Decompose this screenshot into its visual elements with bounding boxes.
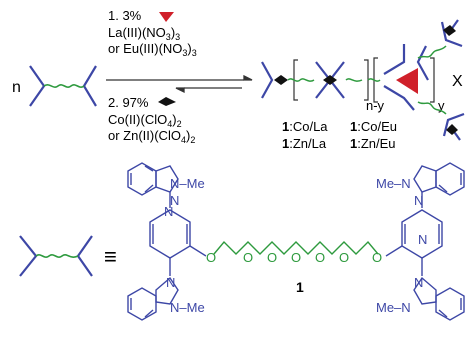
benzimidazole-ring-upper-right (435, 162, 465, 196)
compound-1-skeleton (127, 162, 465, 321)
atom-n-lower-right-2: N (414, 275, 423, 290)
step1-line2: La(III)(NO3)3 (108, 25, 180, 42)
product-label-zn-eu: 1:Zn/Eu (350, 136, 396, 151)
ditopic-monomer-icon (29, 65, 97, 107)
step2-line1: 2. 97% (108, 95, 149, 110)
reverse-arrow-head (175, 87, 185, 94)
lanthanide-unit (383, 44, 429, 111)
atom-n-upper-left-2: N (170, 193, 179, 208)
step2-line2: Co(II)(ClO4)2 (108, 112, 182, 129)
black-diamond-icon (158, 97, 176, 106)
monomer-symbol-icon (19, 235, 93, 277)
tm-diamond-icon (323, 75, 337, 85)
atom-o-3: O (267, 250, 277, 265)
atom-n-upper-right-2: N (414, 193, 423, 208)
step1-line1: 1. 3% (108, 8, 142, 23)
atom-o-6: O (339, 250, 349, 265)
atom-n-upper-right: Me–N (376, 176, 411, 191)
forward-arrow-head (243, 74, 253, 81)
branch-diamond-bottom-icon (446, 124, 458, 135)
atom-o-4: O (291, 250, 301, 265)
atom-o-2: O (243, 250, 253, 265)
metallopolymer-graphic: n-y y X (261, 19, 465, 141)
atom-n-pyridine-right: N (418, 232, 427, 247)
atom-n-upper-left: N–Me (170, 176, 205, 191)
atom-n-lower-left: N–Me (170, 300, 205, 315)
equivalence-symbol: ≡ (104, 244, 117, 269)
branch-diamond-top-icon (443, 25, 456, 36)
end-diamond-icon (274, 75, 288, 85)
reactant-count-n: n (12, 79, 21, 96)
product-label-zn-la: 1:Zn/La (282, 136, 327, 151)
polymer-continuation-x: X (452, 73, 463, 90)
subscript-n-minus-y: n-y (366, 98, 385, 113)
benzimidazole-ring-upper-left (127, 162, 157, 196)
atom-n-pyridine-left: N (164, 204, 173, 219)
product-labels: 1:Co/La 1:Co/Eu 1:Zn/La 1:Zn/Eu (282, 119, 397, 151)
atom-n-lower-right: Me–N (376, 300, 411, 315)
atom-labels: N–Me N N N N–Me Me–N N N N Me–N O O O O … (164, 176, 427, 315)
atom-o-1: O (206, 250, 216, 265)
product-label-co-eu: 1:Co/Eu (350, 119, 397, 134)
benzimidazole-ring-lower-left (127, 287, 157, 321)
product-label-co-la: 1:Co/La (282, 119, 328, 134)
step2-line3: or Zn(II)(ClO4)2 (108, 128, 195, 145)
atom-n-lower-left-2: N (166, 275, 175, 290)
red-triangle-icon (159, 12, 174, 22)
atom-o-7: O (372, 250, 382, 265)
lanthanide-triangle-icon (396, 68, 418, 94)
step1-line3: or Eu(III)(NO3)3 (108, 41, 197, 58)
compound-number: 1 (296, 279, 304, 295)
atom-o-5: O (315, 250, 325, 265)
equilibrium-arrows (106, 74, 253, 94)
glycol-linker-chain (213, 240, 379, 255)
subscript-y: y (438, 98, 445, 113)
benzimidazole-ring-lower-right (435, 287, 465, 321)
